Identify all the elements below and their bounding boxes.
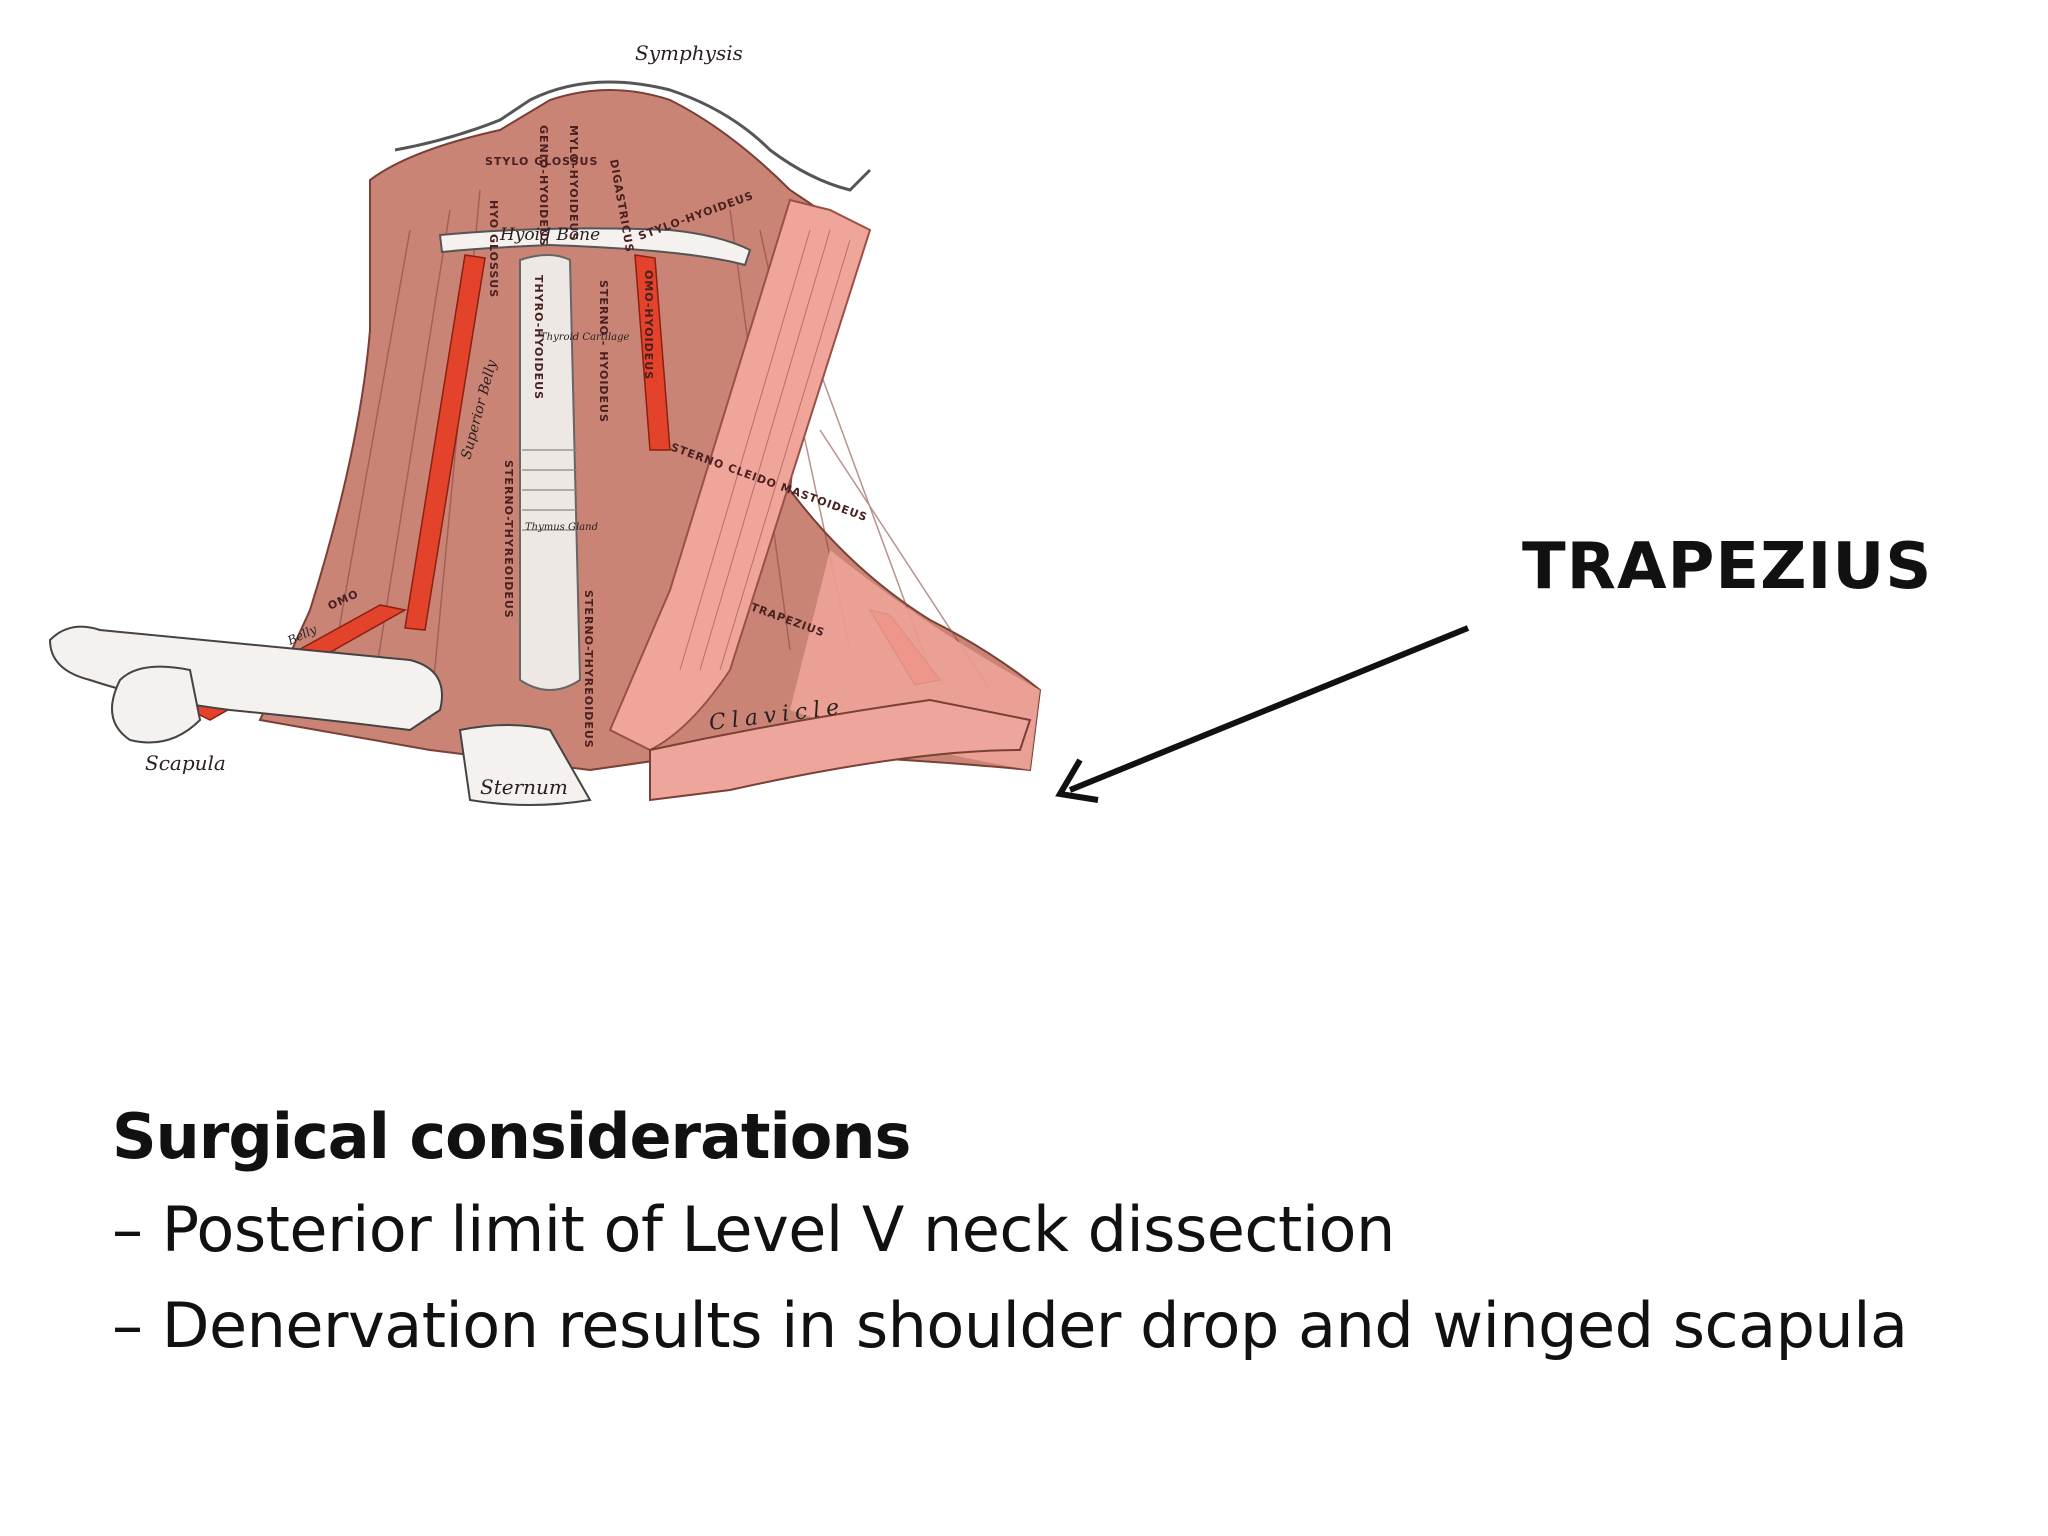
label-thyro-hyoideus: THYRO-HYOIDEUS [532, 275, 545, 400]
label-genio-hyoideus: GENIO-HYOIDEUS [537, 125, 550, 247]
label-scapula: Scapula [145, 751, 226, 775]
label-sterno-thyreoideus: STERNO-THYREOIDEUS [502, 460, 515, 619]
label-mylo-hyoideus: MYLO-HYOIDEUS [567, 125, 580, 241]
label-omo-hyoideus: OMO-HYOIDEUS [642, 270, 655, 380]
surgical-considerations-section: Surgical considerations – Posterior limi… [112, 1092, 2012, 1374]
anatomy-drawing: Symphysis Hyoid Bone Scapula Sternum Cla… [48, 41, 1042, 806]
label-thyroid: Thyroid Cartilage [540, 332, 630, 343]
label-stylo-glossus: STYLO GLOSSUS [485, 155, 598, 168]
trapezius-callout-label: TRAPEZIUS [1522, 530, 1933, 604]
section-heading: Surgical considerations [112, 1100, 911, 1173]
neck-muscles-illustration: Symphysis Hyoid Bone Scapula Sternum Cla… [30, 30, 1350, 1020]
bullet-denervation: – Denervation results in shoulder drop a… [112, 1289, 1908, 1362]
label-hyo-glossus: HYO GLOSSUS [487, 200, 500, 298]
label-symphysis: Symphysis [635, 41, 743, 65]
label-thymus: Thymus Gland [525, 522, 598, 533]
label-hyoid-bone: Hyoid Bone [499, 225, 600, 245]
bullet-level-v: – Posterior limit of Level V neck dissec… [112, 1193, 1395, 1266]
label-sterno-thyreoideus-2: STERNO-THYREOIDEUS [582, 590, 595, 749]
label-sterno-hyoideus: STERNO - HYOIDEUS [597, 280, 610, 423]
label-sternum: Sternum [480, 775, 568, 799]
